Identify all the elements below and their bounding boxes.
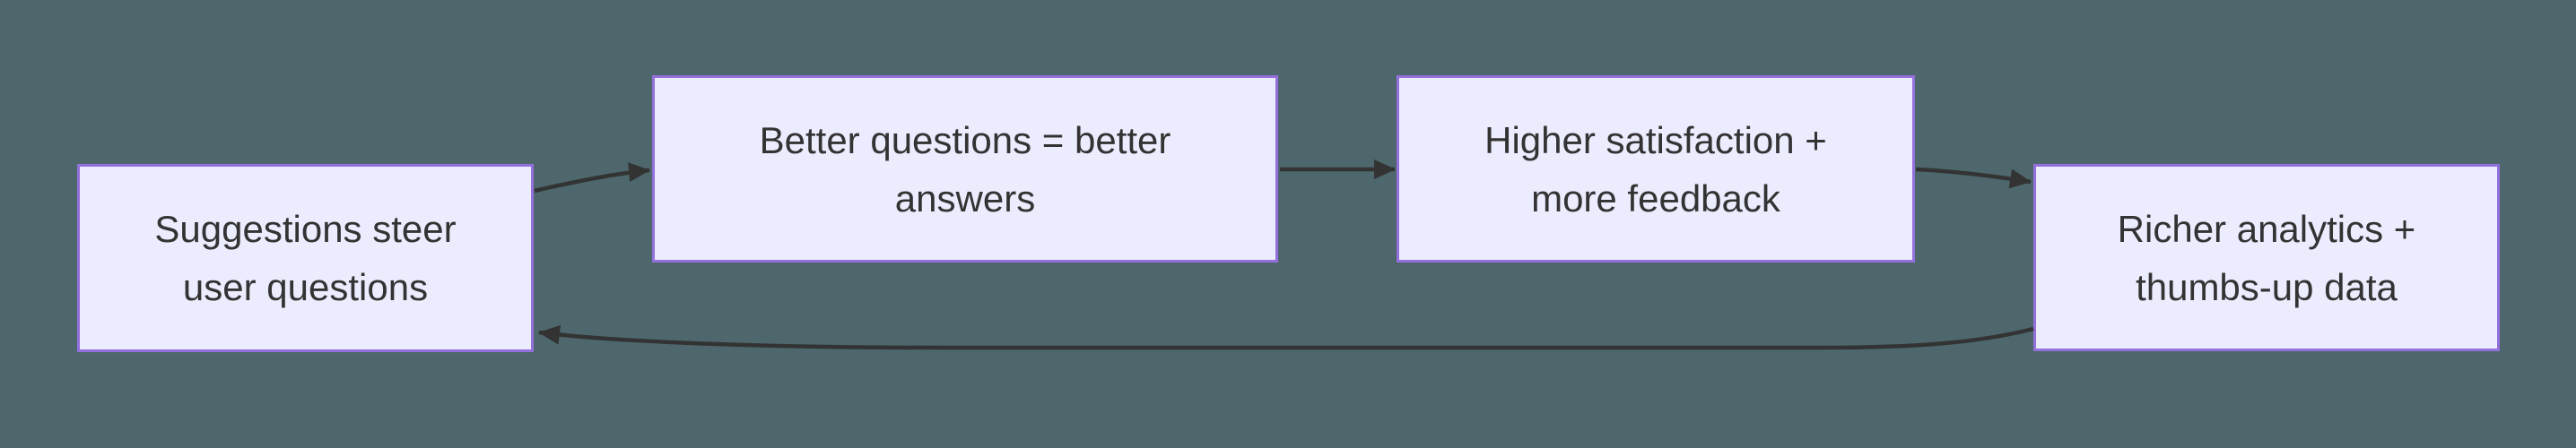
edge-satisfaction-to-analytics <box>1915 167 2032 189</box>
node-label-line: Suggestions steer <box>154 208 457 250</box>
edge-suggestions-to-better <box>534 162 650 194</box>
node-better-questions-better-answers: Better questions = better answers <box>652 75 1278 263</box>
node-richer-analytics-thumbs-up-data: Richer analytics + thumbs-up data <box>2033 164 2500 351</box>
node-label-line: answers <box>894 177 1036 220</box>
node-suggestions-steer-user-questions: Suggestions steer user questions <box>77 164 534 352</box>
node-label-line: Richer analytics + <box>2117 207 2416 250</box>
node-label-line: Better questions = better <box>759 118 1171 161</box>
node-higher-satisfaction-more-feedback: Higher satisfaction + more feedback <box>1397 75 1915 263</box>
node-label-line: user questions <box>182 266 429 308</box>
node-label-line: more feedback <box>1531 177 1780 220</box>
edge-analytics-to-suggestions-feedback-loop <box>538 324 2034 350</box>
node-label-line: thumbs-up data <box>2136 265 2398 308</box>
node-label-line: Higher satisfaction + <box>1484 118 1827 161</box>
